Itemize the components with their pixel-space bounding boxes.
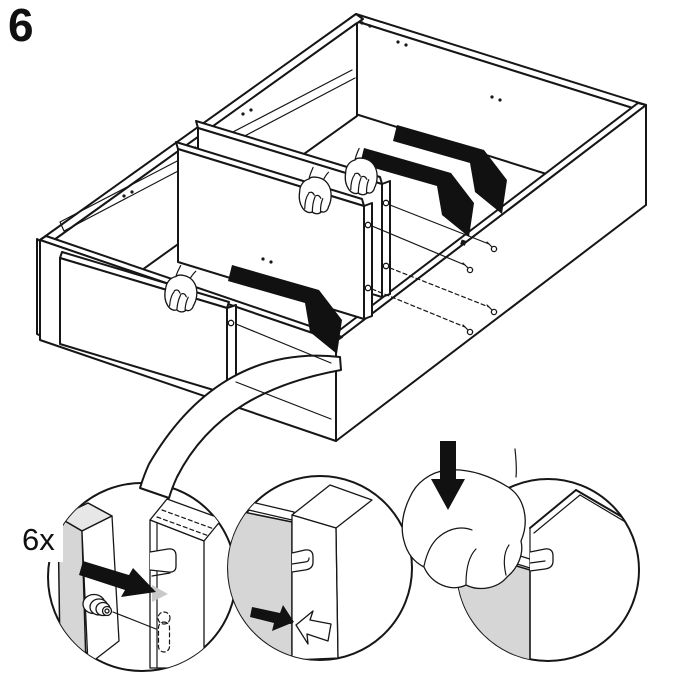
detail-circle-press bbox=[401, 441, 640, 662]
cam-lock-stud bbox=[82, 593, 113, 617]
detail-circle-engage bbox=[227, 475, 413, 661]
left-divider-leader-lines bbox=[235, 323, 332, 420]
press-down-arrow-small-icon bbox=[431, 441, 465, 510]
engage-arrow-filled-icon bbox=[250, 605, 294, 631]
insert-arrow-upper-icon bbox=[393, 125, 507, 214]
insert-arrow-left-icon bbox=[228, 265, 342, 354]
hidden-arrow-tip bbox=[152, 585, 168, 602]
hardware-quantity-label: 6x bbox=[16, 520, 63, 562]
alignment-leader-lines bbox=[371, 204, 498, 336]
keyhole-marks bbox=[462, 241, 498, 336]
keyhole-slot bbox=[149, 548, 177, 573]
stud-leader-line bbox=[112, 611, 157, 630]
fasten-stud-arrow-icon bbox=[79, 561, 156, 597]
keyhole-slot bbox=[291, 549, 314, 573]
insert-arrows bbox=[228, 125, 507, 354]
insert-arrow-lower-icon bbox=[360, 148, 474, 237]
wall-shaded-face bbox=[228, 507, 293, 660]
hidden-keyhole-outline bbox=[157, 611, 171, 653]
pressing-hand-icon bbox=[401, 448, 526, 590]
wall-edge-face bbox=[81, 515, 120, 666]
step-number: 6 bbox=[8, 0, 34, 51]
engage-arrow-outline-icon bbox=[295, 610, 332, 645]
detail-circle-cam-stud bbox=[47, 482, 237, 672]
keyhole-slot bbox=[529, 548, 554, 572]
